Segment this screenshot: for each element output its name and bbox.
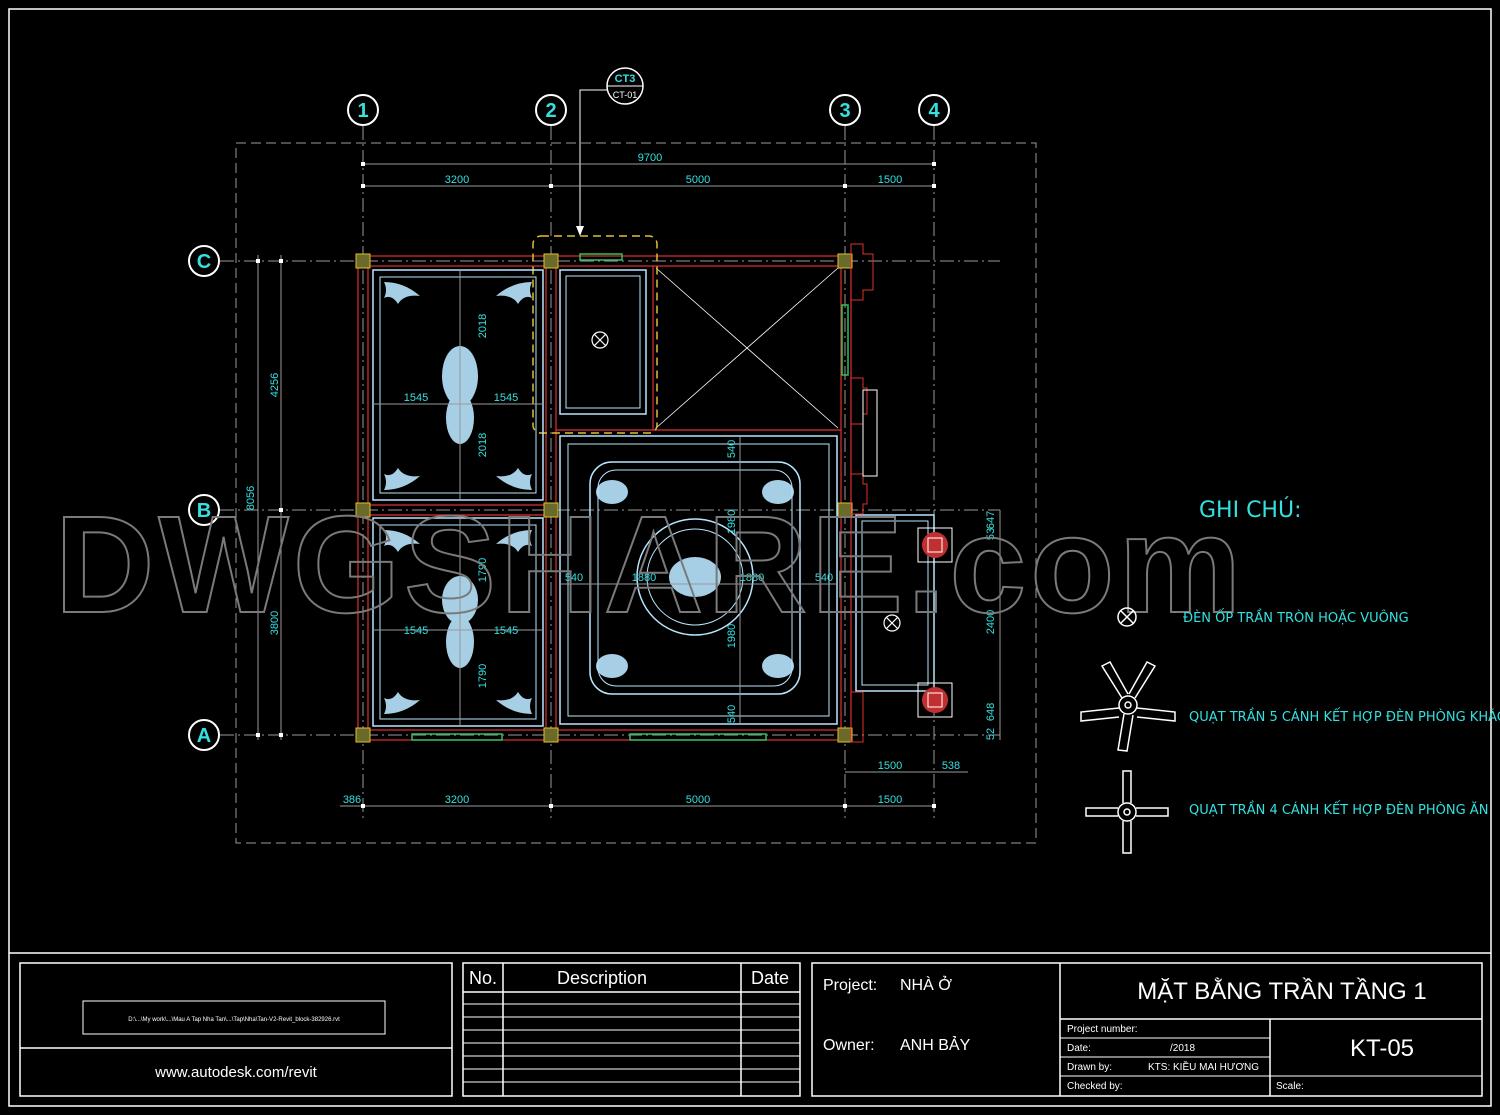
title-block-text: D:\...\My work\...\Mau A Tap Nha Tan\...…	[128, 968, 1426, 1092]
dim-left-lower: 3800	[269, 611, 281, 635]
grid-bubble-A[interactable]: A	[188, 719, 220, 751]
legend-item-1-label: ĐÈN ỐP TRẦN TRÒN HOẶC VUÔNG	[1183, 609, 1409, 626]
project-label: Project:	[823, 977, 877, 994]
five-blade-fan-icon	[1080, 661, 1176, 752]
dim-bot-2: 5000	[686, 794, 710, 806]
svg-text:2: 2	[545, 100, 556, 122]
watermark: DWGSHARE.com	[55, 488, 1245, 642]
website-link[interactable]: www.autodesk.com/revit	[154, 1064, 318, 1081]
inner-dimension-texts: 1545 1545 2018 2018 1545 1545 1790 1790 …	[404, 314, 833, 723]
svg-text:1980: 1980	[726, 624, 738, 648]
drawn-by-label: Drawn by:	[1067, 1062, 1112, 1073]
outer-border	[8, 8, 1492, 1107]
svg-text:1545: 1545	[404, 625, 428, 637]
svg-text:1790: 1790	[477, 558, 489, 582]
svg-text:CT3: CT3	[615, 73, 636, 85]
svg-text:3: 3	[839, 100, 850, 122]
dim-right-3: 2400	[985, 610, 997, 634]
structural-columns	[355, 253, 853, 743]
dim-bot-0: 386	[343, 794, 361, 806]
drawn-by-value: KTS: KIỀU MAI HƯƠNG	[1148, 1060, 1259, 1073]
sheet-number: KT-05	[1350, 1035, 1414, 1062]
project-number-label: Project number:	[1067, 1024, 1138, 1035]
dim-right-5: 52	[985, 728, 997, 740]
red-fixtures	[917, 527, 953, 718]
rev-header-date: Date	[751, 968, 789, 988]
legend-title: GHI CHÚ:	[1199, 497, 1302, 523]
grid-bubbles: 1 2 3 4 C B A	[188, 94, 950, 751]
sheet-title: MẶT BẰNG TRẦN TẦNG 1	[1137, 977, 1426, 1005]
ceiling-panels	[372, 269, 935, 727]
dim-top-1: 3200	[445, 174, 469, 186]
dim-right-2: 647	[985, 511, 997, 529]
section-callout[interactable]: CT3 CT-01	[576, 67, 644, 236]
four-blade-fan-icon	[1085, 770, 1169, 854]
plan-lights	[591, 331, 901, 632]
svg-text:1545: 1545	[494, 625, 518, 637]
dimension-texts: 9700 3200 5000 1500 386 3200 5000 1500 1…	[245, 152, 997, 806]
grid-bubble-B[interactable]: B	[188, 494, 220, 526]
svg-text:1880: 1880	[740, 572, 764, 584]
svg-text:540: 540	[726, 440, 738, 458]
right-pilasters	[850, 243, 878, 743]
scale-label: Scale:	[1276, 1081, 1304, 1092]
date-label: Date:	[1067, 1043, 1091, 1054]
date-value: /2018	[1170, 1043, 1195, 1054]
svg-text:B: B	[197, 500, 211, 522]
stair-void	[655, 267, 839, 429]
grid-bubble-2[interactable]: 2	[535, 94, 567, 126]
svg-text:4: 4	[928, 100, 940, 122]
svg-text:2018: 2018	[477, 314, 489, 338]
dim-bot-1: 3200	[445, 794, 469, 806]
svg-text:1880: 1880	[632, 572, 656, 584]
svg-text:1980: 1980	[726, 510, 738, 534]
svg-text:540: 540	[565, 572, 583, 584]
svg-text:C: C	[197, 251, 211, 273]
dim-bot-3: 1500	[878, 794, 902, 806]
dim-left-upper: 4256	[269, 373, 281, 397]
extent-box	[235, 142, 1037, 844]
svg-text:540: 540	[726, 705, 738, 723]
dim-br-1: 1500	[878, 760, 902, 772]
callout-region	[532, 235, 658, 434]
round-ceiling-light-icon	[1117, 607, 1137, 627]
svg-text:540: 540	[815, 572, 833, 584]
svg-text:1545: 1545	[404, 392, 428, 404]
dim-top-2: 5000	[686, 174, 710, 186]
svg-text:A: A	[197, 725, 211, 747]
title-block	[19, 962, 1483, 1097]
dimension-ticks	[256, 162, 936, 808]
owner-label: Owner:	[823, 1037, 875, 1054]
grid-bubble-C[interactable]: C	[188, 245, 220, 277]
dim-br-2: 538	[942, 760, 960, 772]
legend-item-3-label: QUẠT TRẦN 4 CÁNH KẾT HỢP ĐÈN PHÒNG ĂN	[1189, 801, 1488, 818]
grid-bubble-3[interactable]: 3	[829, 94, 861, 126]
checked-by-label: Checked by:	[1067, 1081, 1123, 1092]
dim-left-overall: 8056	[245, 486, 257, 510]
grid-lines	[220, 126, 1000, 820]
file-path: D:\...\My work\...\Mau A Tap Nha Tan\...…	[128, 1017, 340, 1023]
inner-dimension-lines	[373, 270, 837, 726]
dim-overall-width: 9700	[638, 152, 662, 164]
dim-top-3: 1500	[878, 174, 902, 186]
svg-text:1: 1	[357, 100, 368, 122]
top-dimension-lines	[257, 163, 1001, 807]
windows	[411, 253, 849, 741]
project-value: NHÀ Ở	[900, 975, 952, 994]
svg-text:1790: 1790	[477, 664, 489, 688]
svg-text:1545: 1545	[494, 392, 518, 404]
grid-bubble-4[interactable]: 4	[918, 94, 950, 126]
svg-text:CT-01: CT-01	[613, 90, 638, 100]
legend-item-2-label: QUẠT TRẦN 5 CÁNH KẾT HỢP ĐÈN PHÒNG KHÁCH	[1189, 708, 1500, 725]
owner-value: ANH BẢY	[900, 1035, 971, 1054]
grid-bubble-1[interactable]: 1	[347, 94, 379, 126]
walls	[357, 255, 852, 741]
rev-header-no: No.	[469, 968, 497, 988]
dim-right-4: 648	[985, 703, 997, 721]
dim-right-1: 53	[985, 528, 997, 540]
rev-header-description: Description	[557, 968, 647, 988]
legend: GHI CHÚ: ĐÈN ỐP TRẦN TRÒN HOẶC VUÔNG QUẠ…	[1080, 497, 1500, 854]
svg-text:2018: 2018	[477, 433, 489, 457]
